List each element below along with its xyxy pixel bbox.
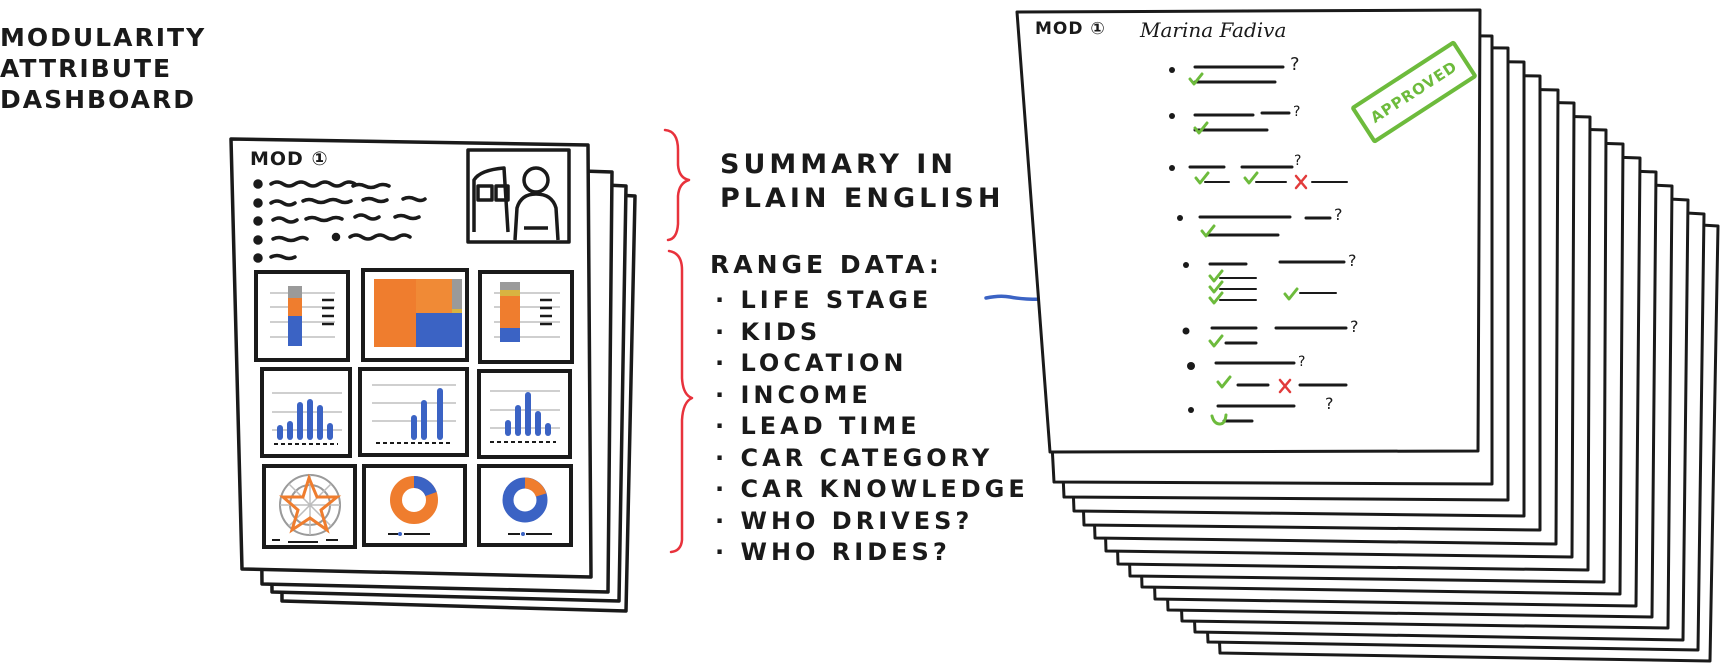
range-bracket	[667, 249, 694, 554]
panel-bar-3-content	[490, 390, 560, 443]
range-item: INCOME	[715, 380, 1029, 412]
summary-line: SUMMARY IN	[720, 149, 957, 180]
panel-treemap-content	[374, 279, 462, 347]
panel-bar-3	[477, 369, 572, 459]
title-line: DASHBOARD	[0, 85, 197, 114]
range-item: LEAD TIME	[715, 411, 1029, 443]
range-item: LIFE STAGE	[715, 285, 1029, 317]
panel-stacked-bar-2-content	[494, 282, 560, 342]
list-item: ?	[1188, 394, 1334, 426]
list-item: ?	[1177, 205, 1343, 238]
right-document-stack	[1015, 8, 1720, 663]
list-item: ?	[1169, 104, 1300, 135]
panel-radar-content	[272, 473, 342, 543]
panel-donut-1-content	[388, 475, 438, 536]
range-item: CAR KNOWLEDGE	[715, 474, 1029, 506]
summary-annotation: SUMMARY IN PLAIN ENGLISH	[720, 148, 1004, 216]
svg-text:?: ?	[1290, 54, 1300, 75]
list-item: ?	[1182, 317, 1359, 348]
person-photo	[466, 148, 571, 244]
svg-text:?: ?	[1350, 317, 1359, 336]
panel-bar-1-content	[272, 392, 342, 445]
review-checklist: ? ? ? ? ?	[1169, 54, 1359, 426]
panel-stacked-bar-1-content	[270, 286, 335, 346]
range-item: KIDS	[715, 317, 1029, 349]
red-brackets	[663, 128, 694, 554]
title-line: MODULARITY	[0, 23, 207, 52]
panel-donut-2-content	[502, 477, 552, 536]
summary-bullets	[253, 179, 427, 263]
range-data-list: LIFE STAGE KIDS LOCATION INCOME LEAD TIM…	[715, 285, 1029, 569]
diagram-title: MODULARITY ATTRIBUTE DASHBOARD	[0, 22, 206, 115]
svg-text:?: ?	[1298, 354, 1305, 370]
svg-text:?: ?	[1334, 205, 1343, 224]
range-item: CAR CATEGORY	[715, 443, 1029, 475]
svg-text:?: ?	[1293, 104, 1300, 120]
reviewer-name: Marina Fadiva	[1140, 18, 1287, 42]
list-item: ?	[1169, 54, 1300, 86]
range-item: WHO DRIVES?	[715, 506, 1029, 538]
list-item: ?	[1187, 354, 1348, 394]
range-item: LOCATION	[715, 348, 1029, 380]
svg-text:?: ?	[1348, 251, 1357, 270]
title-line: ATTRIBUTE	[0, 54, 173, 83]
car-door-outline	[472, 166, 510, 233]
list-item: ?	[1169, 153, 1348, 190]
range-item: WHO RIDES?	[715, 537, 1029, 569]
summary-bracket	[663, 128, 691, 242]
list-item: ?	[1183, 251, 1357, 305]
panel-stacked-bar-2	[478, 270, 574, 364]
svg-text:?: ?	[1294, 153, 1301, 169]
left-doc-mod-label: MOD ①	[250, 148, 329, 170]
panel-bar-2	[358, 367, 469, 457]
summary-line: PLAIN ENGLISH	[720, 183, 1005, 214]
panel-bar-2-content	[372, 384, 456, 444]
svg-text:?: ?	[1325, 394, 1334, 413]
front-sheet	[1015, 8, 1482, 454]
range-data-heading: RANGE DATA:	[710, 250, 943, 279]
right-doc-mod-label: MOD ①	[1035, 19, 1106, 39]
